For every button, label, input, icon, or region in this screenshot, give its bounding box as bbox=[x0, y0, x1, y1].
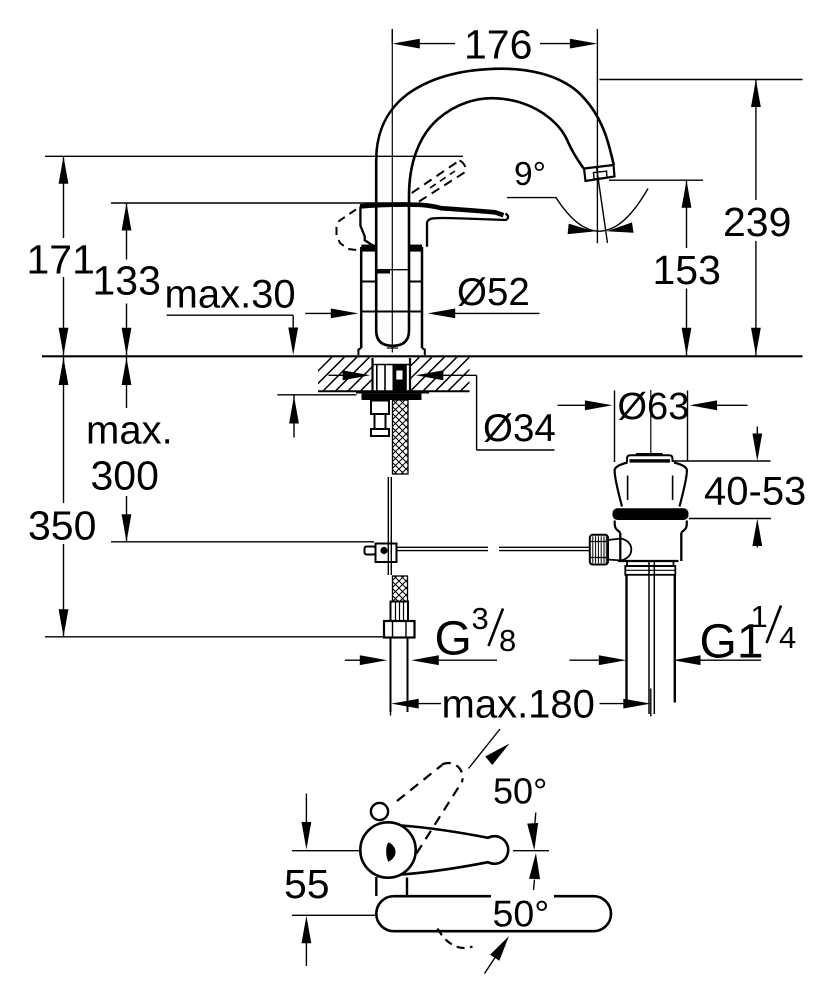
svg-text:Ø63: Ø63 bbox=[618, 386, 690, 428]
svg-text:3: 3 bbox=[472, 601, 489, 636]
svg-text:176: 176 bbox=[464, 22, 532, 68]
svg-text:1: 1 bbox=[751, 599, 768, 634]
svg-text:300: 300 bbox=[91, 453, 159, 499]
svg-text:8: 8 bbox=[499, 623, 516, 658]
svg-text:40-53: 40-53 bbox=[704, 470, 806, 514]
svg-text:max.180: max.180 bbox=[442, 683, 595, 727]
svg-text:239: 239 bbox=[723, 199, 791, 245]
svg-text:4: 4 bbox=[779, 620, 796, 655]
svg-text:9°: 9° bbox=[514, 156, 546, 193]
svg-text:350: 350 bbox=[28, 503, 96, 549]
svg-text:max.30: max.30 bbox=[165, 273, 296, 317]
svg-text:55: 55 bbox=[284, 861, 330, 907]
svg-text:50°: 50° bbox=[493, 771, 547, 812]
svg-text:Ø34: Ø34 bbox=[483, 407, 556, 450]
svg-text:max.: max. bbox=[86, 409, 173, 453]
svg-text:Ø52: Ø52 bbox=[457, 271, 530, 314]
svg-text:133: 133 bbox=[93, 258, 161, 304]
svg-text:G: G bbox=[435, 613, 472, 666]
svg-text:153: 153 bbox=[653, 247, 721, 293]
svg-text:50°: 50° bbox=[493, 893, 550, 935]
svg-text:171: 171 bbox=[27, 237, 95, 283]
